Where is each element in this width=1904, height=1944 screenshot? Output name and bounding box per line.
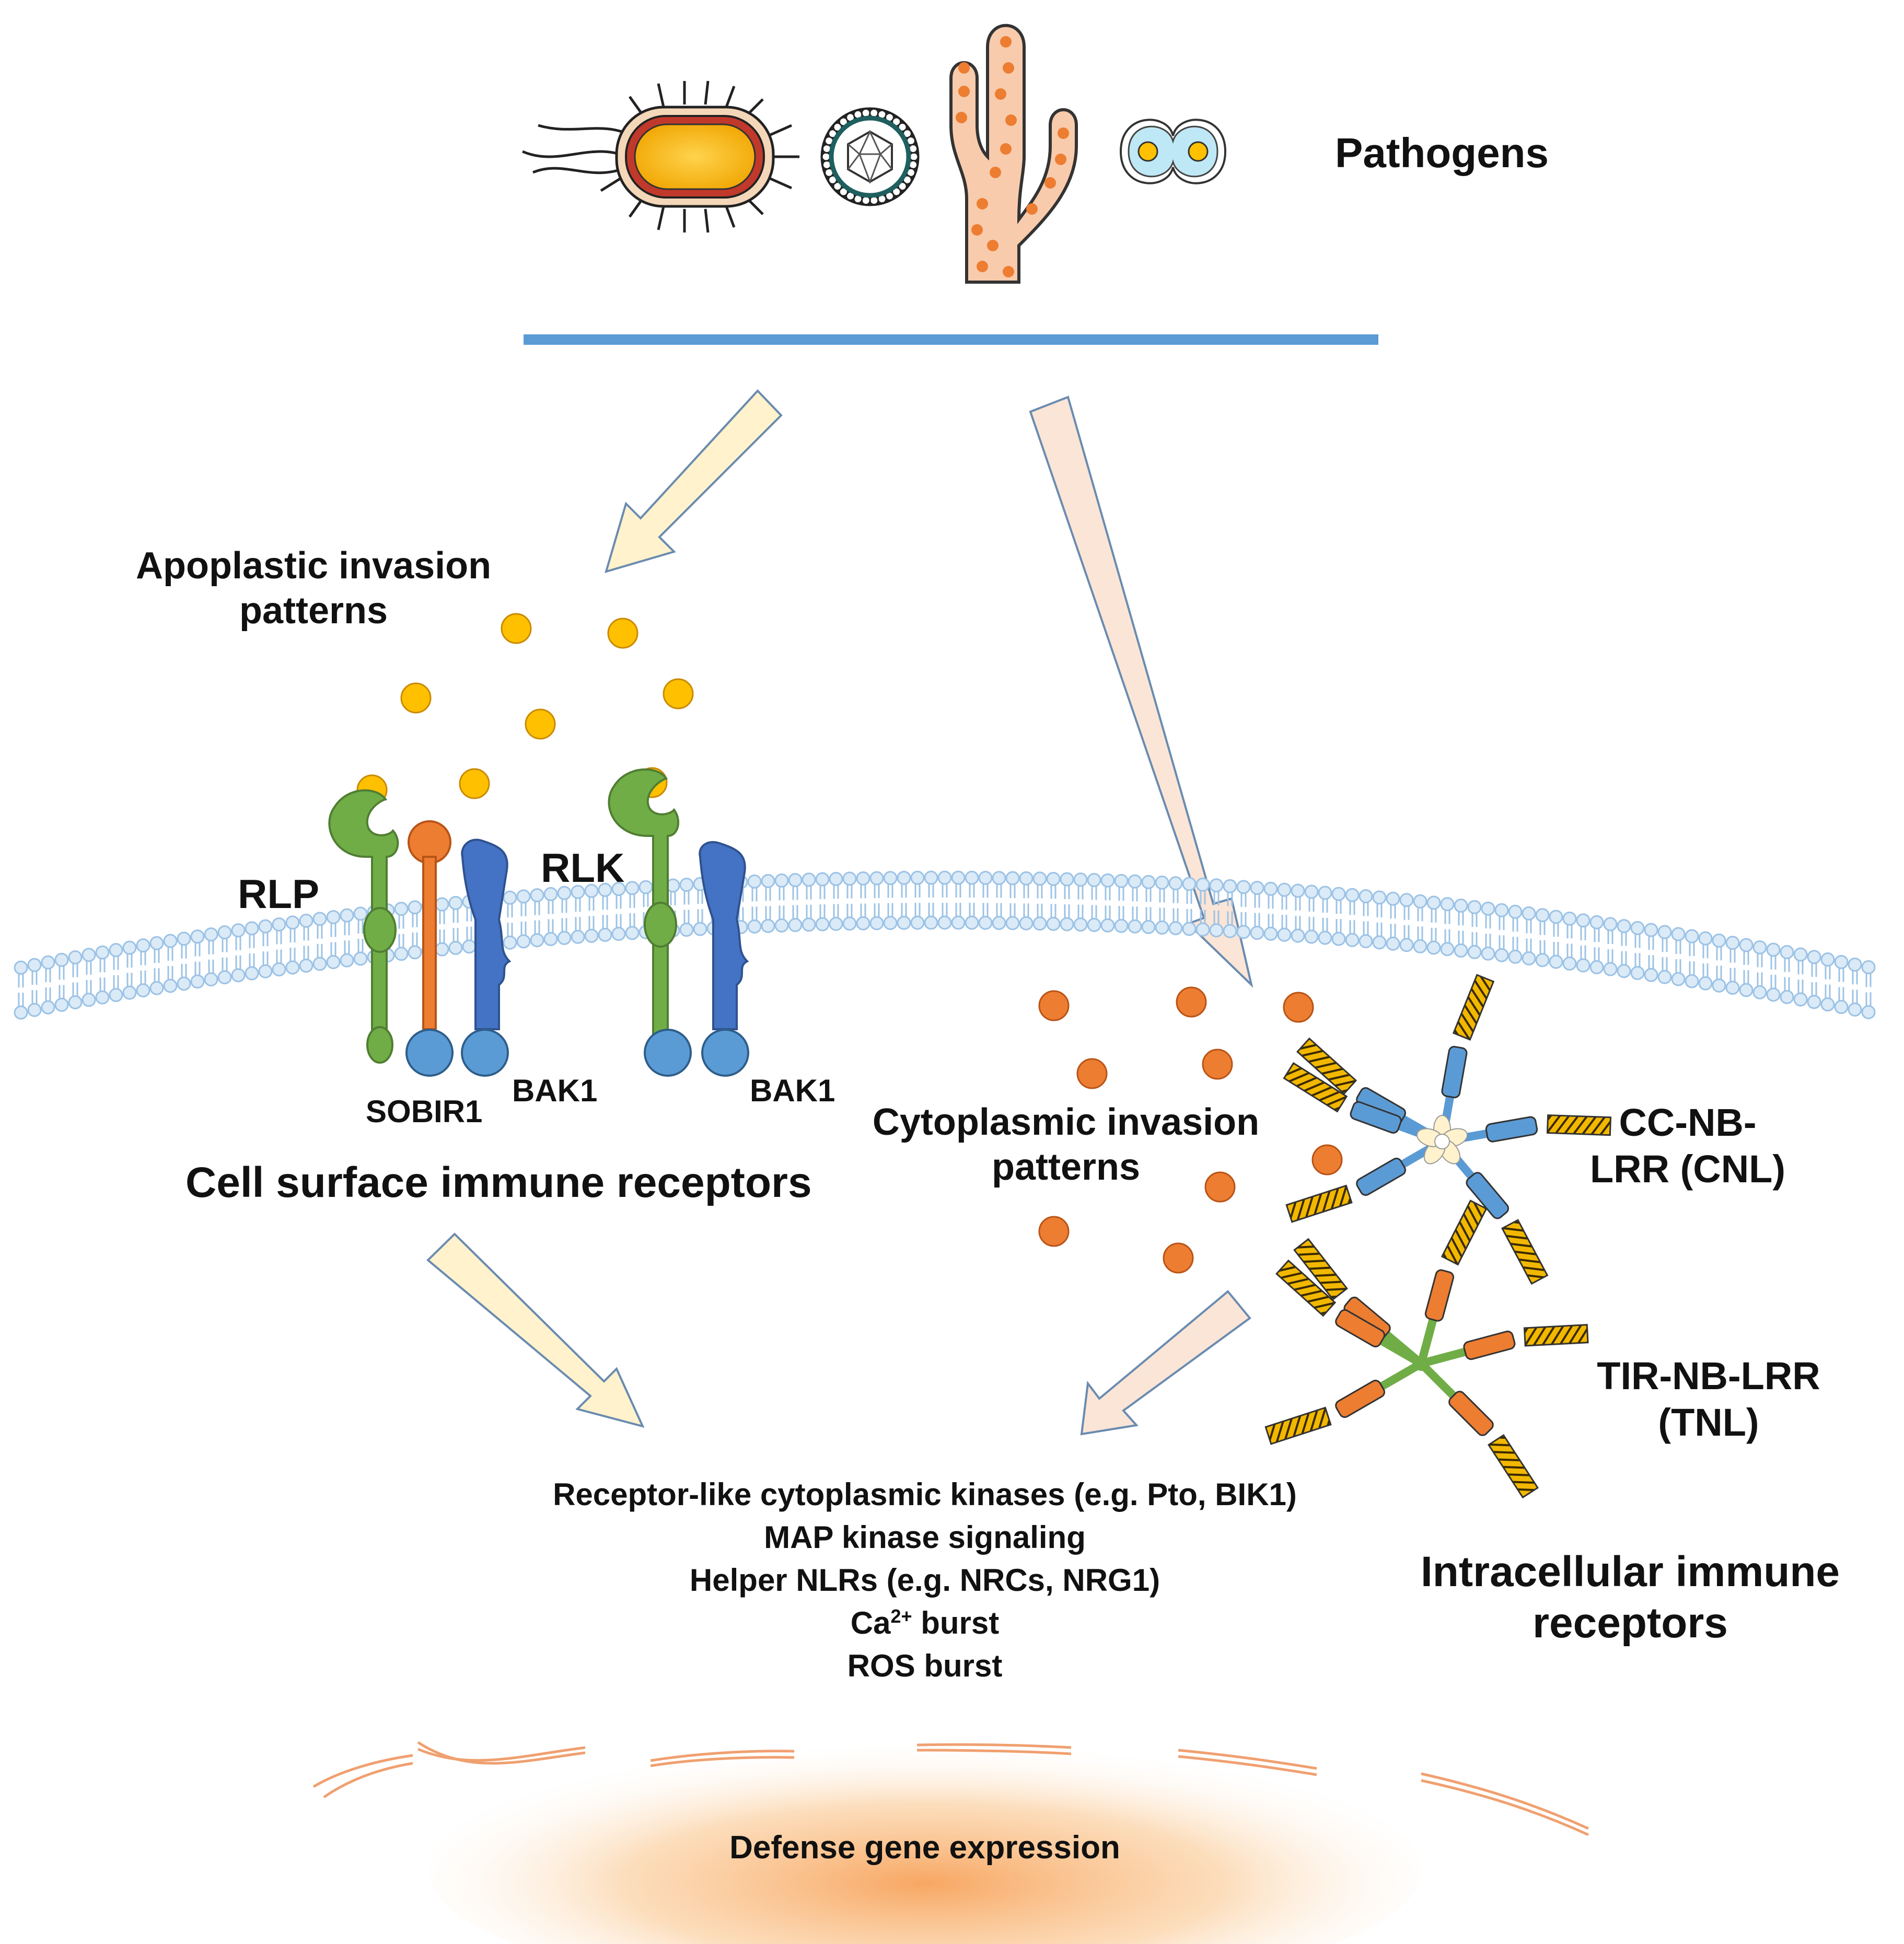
intracellular-signaling-arrow (1080, 1290, 1251, 1436)
pathogens-label: Pathogens (1335, 130, 1549, 176)
sobir1-receptor (405, 820, 454, 1077)
rlp-receptor (328, 789, 399, 1064)
bak1-coreceptor-right (699, 841, 749, 1077)
cnl-label-line2: LRR (CNL) (1589, 1147, 1785, 1191)
signal-ros-burst: ROS burst (847, 1648, 1003, 1683)
bak1-label-left: BAK1 (512, 1073, 598, 1108)
apoplastic-pattern-dot (501, 613, 532, 644)
calcium-symbol: Ca (850, 1605, 891, 1640)
cytoplasmic-label-line2: patterns (991, 1146, 1141, 1189)
cytoplasmic-label-line1: Cytoplasmic invasion (872, 1101, 1260, 1143)
intracellular-receptors-label: Intracellular immune receptors (1411, 1546, 1850, 1649)
apoplastic-patterns-label: Apoplastic invasion patterns (136, 543, 491, 634)
rlp-label: RLP (238, 871, 319, 917)
cnl-receptor-complex (1283, 974, 1612, 1285)
bak1-coreceptor-left (461, 839, 512, 1077)
cytoplasmic-pattern-dot (1283, 992, 1314, 1023)
rlk-label: RLK (541, 845, 625, 891)
intracellular-label-line2: receptors (1533, 1599, 1728, 1647)
cytoplasmic-pattern-dot (1038, 990, 1070, 1021)
bak1-label-right: BAK1 (750, 1073, 835, 1108)
cytoplasmic-pattern-dot (1176, 986, 1207, 1018)
cytoplasmic-pattern-dot (1038, 1216, 1070, 1247)
oomycete-spore-icon (1119, 119, 1227, 184)
nucleus (312, 1740, 1589, 1944)
cnl-label-line1: CC-NB- (1619, 1101, 1757, 1144)
cell-surface-receptors-label: Cell surface immune receptors (185, 1159, 812, 1206)
cytoplasmic-pattern-dot (1163, 1242, 1194, 1274)
cytoplasmic-pattern-dot (1204, 1171, 1236, 1203)
apoplastic-label-line2: patterns (239, 590, 388, 632)
apoplastic-pattern-dot (459, 768, 490, 799)
virus-icon (820, 107, 920, 206)
cytoplasmic-patterns-label: Cytoplasmic invasion patterns (867, 1100, 1264, 1190)
cytoplasmic-pattern-dot (1202, 1049, 1233, 1080)
fungal-hypha-icon (949, 24, 1078, 284)
calcium-burst-word: burst (912, 1605, 1000, 1640)
cytoplasmic-pattern-dot (1311, 1144, 1343, 1175)
signal-mapk: MAP kinase signaling (764, 1520, 1086, 1555)
tnl-label-line1: TIR-NB-LRR (1597, 1354, 1820, 1398)
apoplastic-pattern-dot (525, 708, 556, 740)
sobir1-label: SOBIR1 (366, 1094, 483, 1129)
tnl-receptor-complex (1264, 1200, 1589, 1499)
cytoplasmic-patterns (1038, 986, 1343, 1274)
defense-gene-expression-label: Defense gene expression (729, 1830, 1120, 1866)
cell-wall-barrier (524, 334, 1378, 345)
plasma-membrane (14, 870, 1876, 1020)
intracellular-label-line1: Intracellular immune (1420, 1548, 1840, 1596)
apoplastic-pattern-dot (607, 618, 638, 649)
signal-calcium-burst: Ca2+ burst (523, 1602, 1327, 1645)
calcium-charge: 2+ (890, 1605, 912, 1627)
tnl-label: TIR-NB-LRR (TNL) (1583, 1353, 1834, 1446)
rlk-receptor (608, 768, 692, 1077)
bacterium-icon (522, 80, 799, 233)
surface-signaling-arrow (426, 1232, 645, 1428)
signal-rlck: Receptor-like cytoplasmic kinases (e.g. … (553, 1477, 1297, 1512)
apoplastic-pattern-dot (400, 682, 432, 714)
cytoplasmic-pattern-dot (1076, 1058, 1108, 1089)
apoplastic-arrow (605, 389, 783, 573)
apoplastic-pattern-dot (663, 678, 694, 709)
signal-helper-nlrs: Helper NLRs (e.g. NRCs, NRG1) (689, 1563, 1160, 1598)
apoplastic-label-line1: Apoplastic invasion (136, 545, 492, 587)
signaling-components-list: Receptor-like cytoplasmic kinases (e.g. … (523, 1473, 1327, 1687)
tnl-label-line2: (TNL) (1658, 1400, 1759, 1444)
cnl-label: CC-NB- LRR (CNL) (1583, 1100, 1792, 1193)
